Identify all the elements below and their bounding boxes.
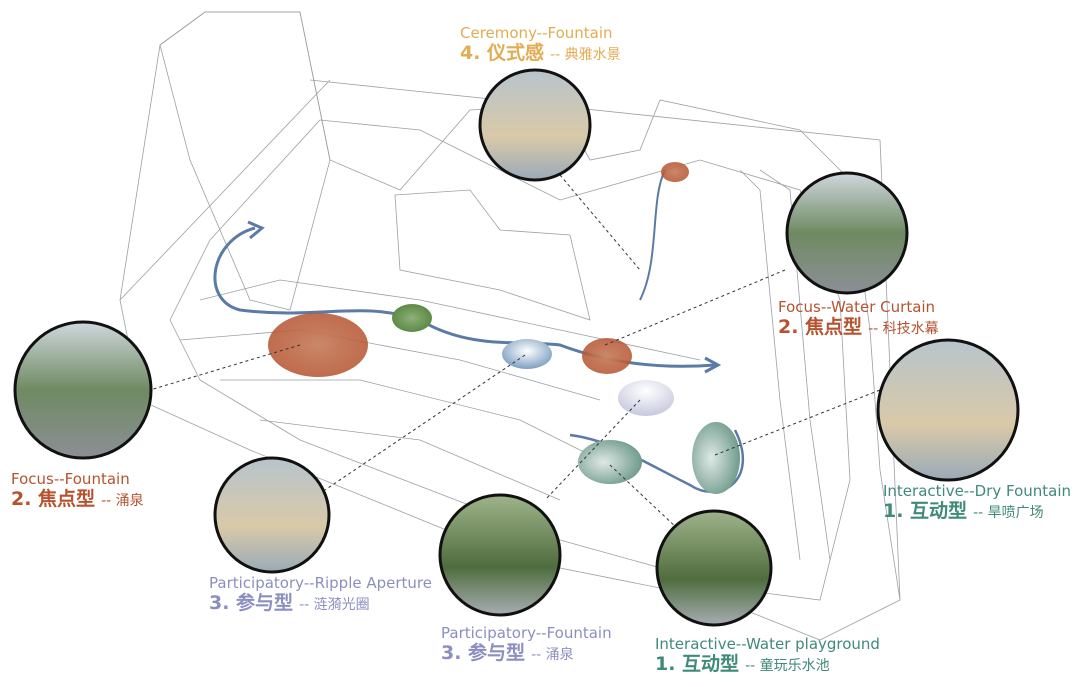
label-sub: -- 童玩乐水池	[745, 658, 830, 674]
label-cn: 2. 焦点型	[778, 316, 863, 338]
label-sub: -- 涌泉	[101, 493, 144, 509]
label-cn: 1. 互动型	[883, 500, 968, 522]
label-water-playground: Interactive--Water playground 1. 互动型 -- 童…	[655, 635, 880, 676]
label-cn: 2. 焦点型	[11, 488, 96, 510]
dry-fountain-photo	[876, 338, 1020, 482]
label-cn: 3. 参与型	[441, 642, 526, 664]
label-cn: 3. 参与型	[209, 592, 294, 614]
arrowhead-icon	[704, 356, 722, 374]
water-playground-photo	[655, 509, 773, 627]
label-sub: -- 科技水幕	[868, 321, 939, 337]
focus-fountain-zone[interactable]	[268, 313, 368, 377]
label-en: Participatory--Ripple Aperture	[209, 574, 433, 592]
label-sub: -- 旱喷广场	[973, 505, 1044, 521]
ceremony-photo	[478, 68, 592, 182]
ceremony-fountain-zone[interactable]	[661, 162, 689, 182]
water-playground-zone[interactable]	[578, 440, 642, 484]
label-participatory-fountain: Participatory--Fountain 3. 参与型 -- 涌泉	[441, 624, 612, 665]
label-ceremony-fountain: Ceremony--Fountain 4. 仪式感 -- 典雅水景	[460, 24, 621, 65]
green-zone	[392, 304, 432, 332]
label-en: Interactive--Dry Fountain	[883, 482, 1072, 500]
label-en: Participatory--Fountain	[441, 624, 612, 642]
label-dry-fountain: Interactive--Dry Fountain 1. 互动型 -- 旱喷广场	[883, 482, 1071, 523]
label-en: Focus--Water Curtain	[778, 298, 936, 316]
route-arrow-upper	[639, 169, 666, 301]
arrowhead-icon	[247, 220, 265, 240]
water-curtain-zone[interactable]	[582, 338, 632, 374]
site-outline	[119, 11, 901, 641]
label-en: Focus--Fountain	[11, 470, 130, 488]
label-sub: -- 典雅水景	[550, 47, 621, 63]
participatory-fountain-photo	[438, 493, 562, 617]
label-water-curtain: Focus--Water Curtain 2. 焦点型 -- 科技水幕	[778, 298, 939, 339]
label-sub: -- 涟漪光圈	[299, 597, 370, 613]
ripple-aperture-photo	[213, 456, 331, 574]
label-sub: -- 涌泉	[531, 647, 574, 663]
participatory-fountain-zone[interactable]	[618, 380, 674, 416]
label-focus-fountain: Focus--Fountain 2. 焦点型 -- 涌泉	[11, 470, 144, 511]
label-cn: 4. 仪式感	[460, 42, 545, 64]
dry-fountain-zone[interactable]	[692, 422, 740, 494]
label-en: Ceremony--Fountain	[460, 24, 613, 42]
focus-fountain-photo	[13, 320, 153, 460]
label-en: Interactive--Water playground	[655, 635, 880, 653]
ripple-aperture-zone[interactable]	[502, 339, 552, 369]
label-ripple-aperture: Participatory--Ripple Aperture 3. 参与型 -- …	[209, 574, 432, 615]
label-cn: 1. 互动型	[655, 653, 740, 675]
water-curtain-photo	[785, 171, 909, 295]
